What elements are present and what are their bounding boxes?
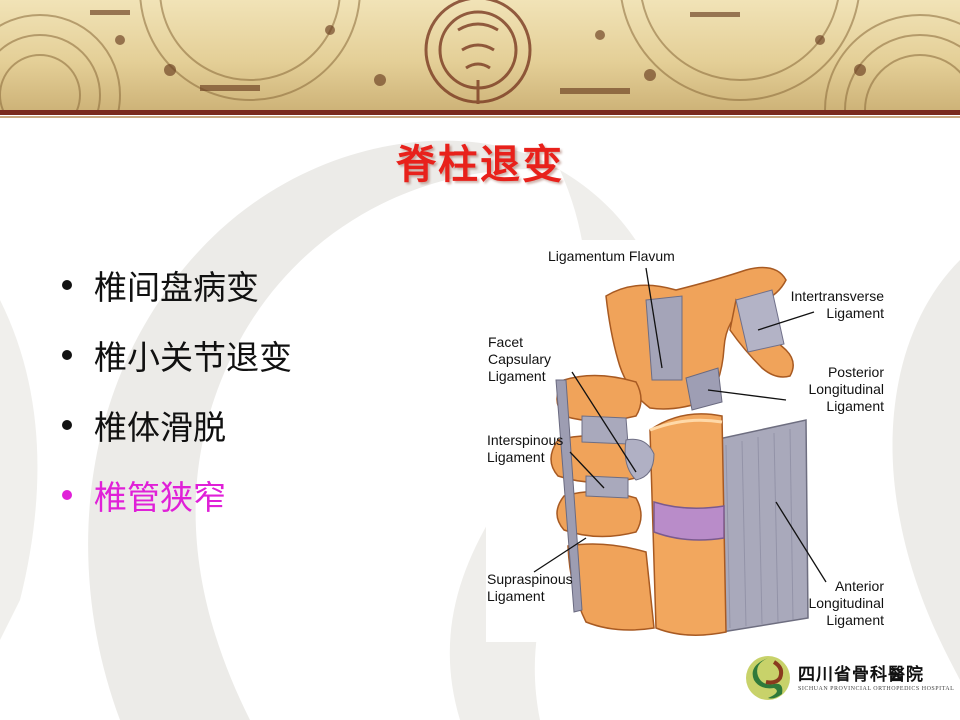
label-line: Longitudinal (808, 381, 884, 397)
label-line: Ligament (487, 588, 545, 604)
label-posterior-longitudinal-ligament: Posterior Longitudinal Ligament (808, 364, 884, 415)
bullet-item: 椎小关节退变 (62, 320, 292, 390)
bullet-item-highlighted: 椎管狭窄 (62, 460, 292, 530)
bullet-text: 椎体滑脱 (94, 408, 226, 447)
label-line: Intertransverse (790, 288, 884, 304)
bullet-text: 椎小关节退变 (94, 338, 292, 377)
hospital-name: 四川省骨科醫院 (798, 665, 924, 685)
bullet-text: 椎间盘病变 (94, 268, 259, 307)
label-line: Interspinous (487, 432, 564, 448)
bullet-list: 椎间盘病变 椎小关节退变 椎体滑脱 椎管狭窄 (62, 250, 292, 530)
label-line: Ligament (488, 368, 546, 384)
label-line: Facet (488, 334, 524, 350)
label-line: Supraspinous (487, 571, 573, 587)
hospital-name-english: SICHUAN PROVINCIAL ORTHOPEDICS HOSPITAL (798, 686, 955, 692)
label-line: Posterior (827, 364, 884, 380)
bullet-text: 椎管狭窄 (94, 478, 226, 517)
banner-divider (0, 110, 960, 115)
label-line: Ligament (826, 398, 884, 414)
label-line: Ligament (487, 449, 545, 465)
bullet-item: 椎体滑脱 (62, 390, 292, 460)
label-ligamentum-flavum: Ligamentum Flavum (548, 248, 675, 264)
label-interspinous-ligament: Interspinous Ligament (487, 432, 563, 466)
label-line: Anterior (834, 578, 884, 594)
bullet-dot-icon (62, 350, 72, 360)
hospital-emblem-icon (746, 656, 790, 700)
bullet-dot-icon (62, 420, 72, 430)
spine-drawing (533, 266, 827, 636)
banner-ornament (0, 0, 960, 112)
label-anterior-longitudinal-ligament: Anterior Longitudinal Ligament (808, 578, 884, 629)
decorative-banner (0, 0, 960, 112)
hospital-logo: 四川省骨科醫院 SICHUAN PROVINCIAL ORTHOPEDICS H… (742, 652, 955, 704)
bullet-item: 椎间盘病变 (62, 250, 292, 320)
label-line: Longitudinal (808, 595, 884, 611)
label-line: Ligament (826, 612, 884, 628)
slide-title: 脊柱退变 (396, 142, 564, 188)
label-line: Capsulary (488, 351, 552, 367)
label-line: Ligament (826, 305, 884, 321)
label-facet-capsulary-ligament: Facet Capsulary Ligament (488, 334, 551, 385)
label-supraspinous-ligament: Supraspinous Ligament (487, 571, 573, 605)
label-intertransverse-ligament: Intertransverse Ligament (791, 288, 884, 322)
banner-divider-thin (0, 116, 960, 118)
bullet-dot-icon (62, 490, 72, 500)
bullet-dot-icon (62, 280, 72, 290)
spine-ligament-illustration: Ligamentum Flavum Intertransverse Ligame… (486, 240, 888, 642)
